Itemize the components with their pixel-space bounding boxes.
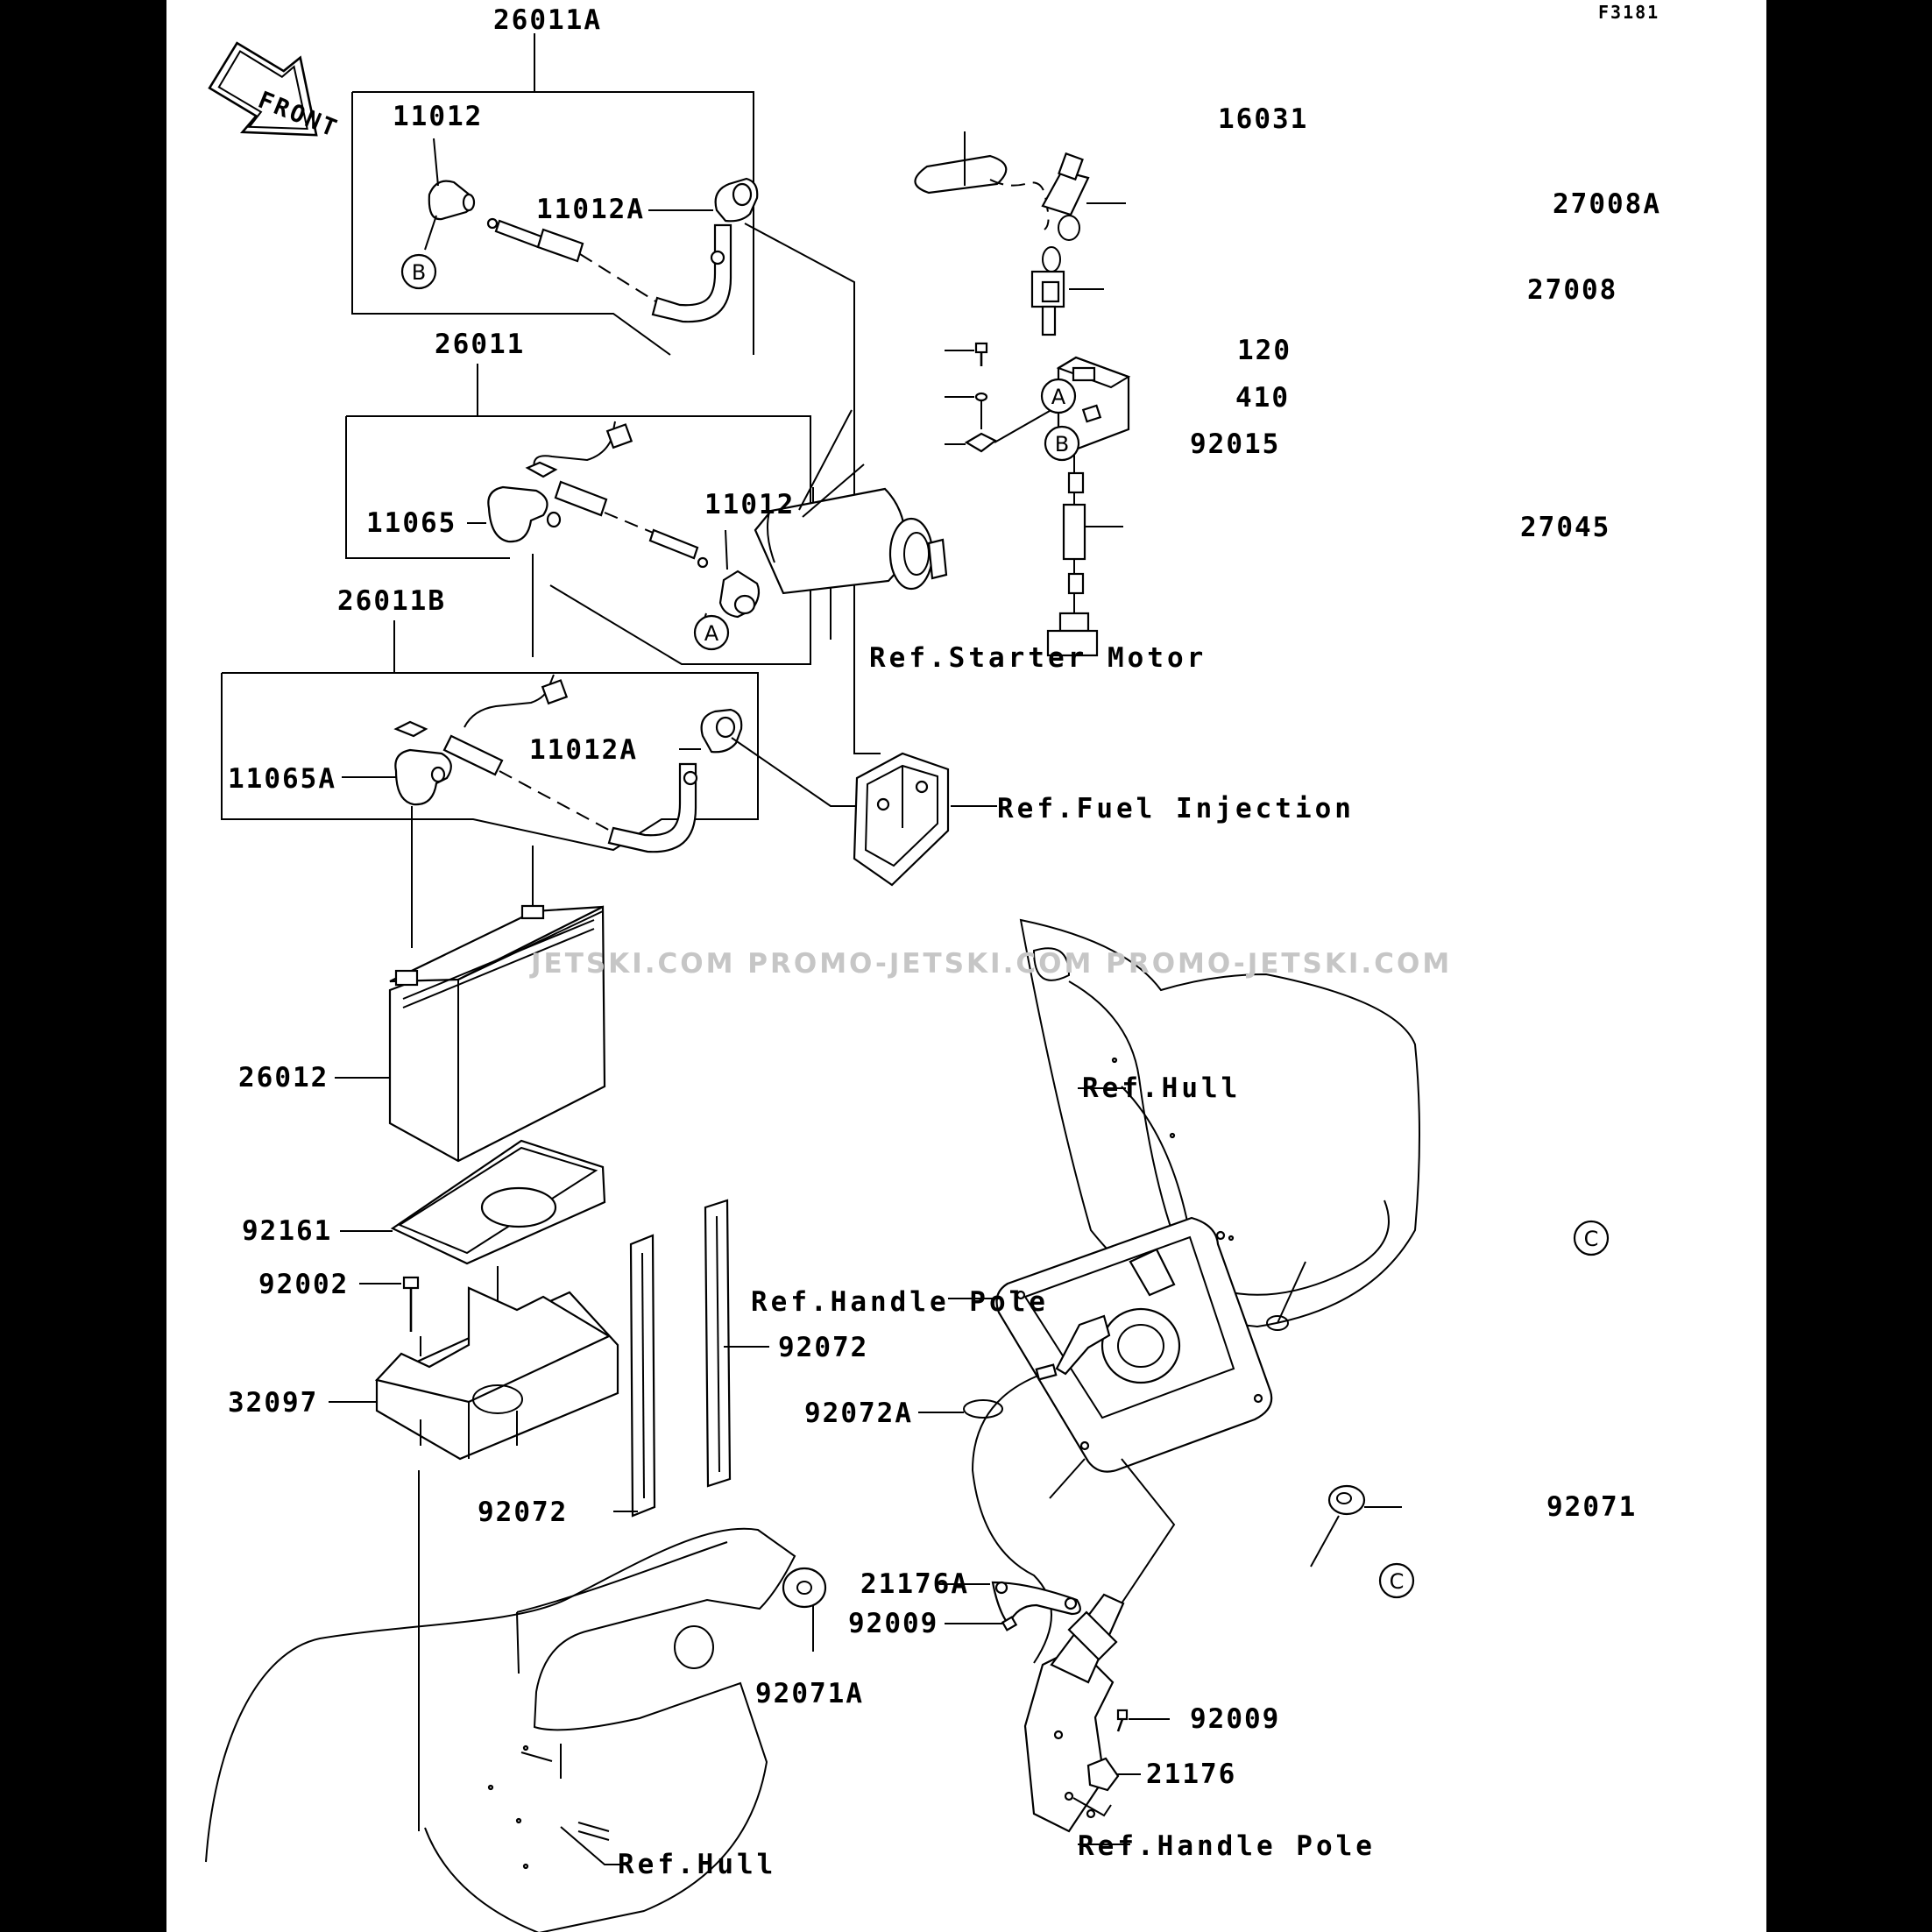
label-27045: 27045 bbox=[1520, 512, 1611, 543]
front-arrow-icon: FRONT bbox=[208, 41, 343, 144]
key-fob-icon bbox=[1041, 152, 1090, 241]
strap-icon bbox=[629, 1199, 732, 1518]
label-92072A: 92072A bbox=[804, 1398, 913, 1429]
nut-92015-icon bbox=[964, 432, 998, 453]
terminal-boot-a-icon bbox=[394, 748, 452, 806]
ref-handle-pole-bottom: Ref.Handle Pole bbox=[1078, 1830, 1376, 1862]
ref-handle-pole-top: Ref.Handle Pole bbox=[751, 1286, 1049, 1318]
callout-a-mid: A bbox=[693, 614, 730, 651]
group-26011 bbox=[345, 364, 811, 665]
battery-cap-b-icon bbox=[700, 708, 743, 754]
label-21176: 21176 bbox=[1146, 1759, 1237, 1790]
label-26011B: 26011B bbox=[337, 585, 446, 617]
label-92009-b: 92009 bbox=[1190, 1703, 1281, 1735]
bracket-21176A-icon bbox=[991, 1581, 1081, 1627]
bolt-icon bbox=[402, 1276, 420, 1332]
handle-pole-plate-icon bbox=[995, 1216, 1273, 1473]
grommet-icon bbox=[782, 1567, 827, 1609]
label-120: 120 bbox=[1237, 335, 1292, 366]
svg-text:C: C bbox=[1584, 1227, 1599, 1251]
svg-text:B: B bbox=[1055, 432, 1069, 456]
ref-hull-top: Ref.Hull bbox=[1082, 1072, 1242, 1104]
battery-cap-a-icon bbox=[714, 177, 759, 223]
label-92071: 92071 bbox=[1546, 1491, 1638, 1523]
screw-120-icon bbox=[974, 342, 988, 366]
handle-pole-icon bbox=[1023, 1593, 1125, 1833]
label-11012-mid: 11012 bbox=[704, 489, 796, 520]
switch-icon bbox=[1046, 356, 1131, 657]
svg-text:A: A bbox=[1051, 385, 1066, 409]
watermark: JETSKI.COM PROMO-JETSKI.COM PROMO-JETSKI… bbox=[531, 948, 1453, 980]
terminal-boot-icon bbox=[487, 485, 562, 543]
label-26011A: 26011A bbox=[493, 4, 602, 36]
label-26012: 26012 bbox=[238, 1062, 329, 1093]
ref-hull-bottom: Ref.Hull bbox=[618, 1849, 777, 1880]
label-92002: 92002 bbox=[258, 1269, 350, 1300]
clip-21176-icon bbox=[1086, 1757, 1120, 1792]
battery-pad-icon bbox=[390, 1139, 606, 1265]
label-92072-a: 92072 bbox=[778, 1332, 869, 1363]
label-26011: 26011 bbox=[435, 329, 526, 360]
battery-icon bbox=[388, 904, 606, 1163]
fuel-injection-bracket-icon bbox=[853, 752, 950, 887]
label-27008A: 27008A bbox=[1553, 188, 1661, 220]
label-11012-top: 11012 bbox=[393, 101, 484, 132]
label-410: 410 bbox=[1235, 382, 1290, 414]
label-11065A: 11065A bbox=[228, 763, 336, 795]
callout-b-top: B bbox=[400, 253, 437, 290]
label-11065: 11065 bbox=[366, 507, 457, 539]
label-92015: 92015 bbox=[1190, 428, 1281, 460]
label-16031: 16031 bbox=[1218, 103, 1309, 135]
ref-fuel-injection: Ref.Fuel Injection bbox=[997, 793, 1355, 824]
group-26011B bbox=[221, 620, 881, 948]
label-11012A-top: 11012A bbox=[536, 194, 645, 225]
callout-a-starter: A bbox=[1040, 378, 1077, 414]
label-32097: 32097 bbox=[228, 1387, 319, 1419]
label-92071A: 92071A bbox=[755, 1678, 864, 1709]
label-92009-a: 92009 bbox=[848, 1608, 939, 1639]
svg-text:A: A bbox=[704, 621, 719, 646]
label-27008: 27008 bbox=[1527, 274, 1618, 306]
callout-b-starter: B bbox=[1044, 425, 1080, 462]
battery-box-icon bbox=[374, 1286, 619, 1461]
battery-cable-icon bbox=[486, 217, 732, 323]
parts-diagram: FRONT bbox=[205, 33, 1610, 1932]
lower-hull-icon bbox=[205, 1527, 796, 1932]
washer-410-icon bbox=[974, 392, 988, 402]
key-icon bbox=[1030, 246, 1065, 336]
label-21176A: 21176A bbox=[860, 1568, 969, 1600]
callout-c-hull: C bbox=[1573, 1220, 1610, 1256]
group-26011A bbox=[351, 33, 881, 754]
starter-motor-icon bbox=[754, 487, 948, 595]
svg-text:C: C bbox=[1390, 1569, 1405, 1594]
key-float-icon bbox=[914, 154, 1050, 230]
grommet-92071-icon bbox=[1327, 1484, 1366, 1516]
parts-diagram-sheet: FRONT bbox=[166, 0, 1766, 1932]
svg-text:B: B bbox=[412, 260, 426, 285]
ref-starter-motor: Ref.Starter Motor bbox=[869, 642, 1207, 674]
screw-92009-icon bbox=[1001, 1616, 1018, 1631]
screw-92009-b-icon bbox=[1116, 1709, 1129, 1732]
figure-code: F3181 bbox=[1598, 2, 1660, 23]
callout-c-grommet: C bbox=[1378, 1562, 1415, 1599]
label-92161: 92161 bbox=[242, 1215, 333, 1247]
label-11012A-mid: 11012A bbox=[529, 734, 638, 766]
label-92072-b: 92072 bbox=[478, 1497, 569, 1528]
battery-cap-icon bbox=[428, 180, 476, 221]
